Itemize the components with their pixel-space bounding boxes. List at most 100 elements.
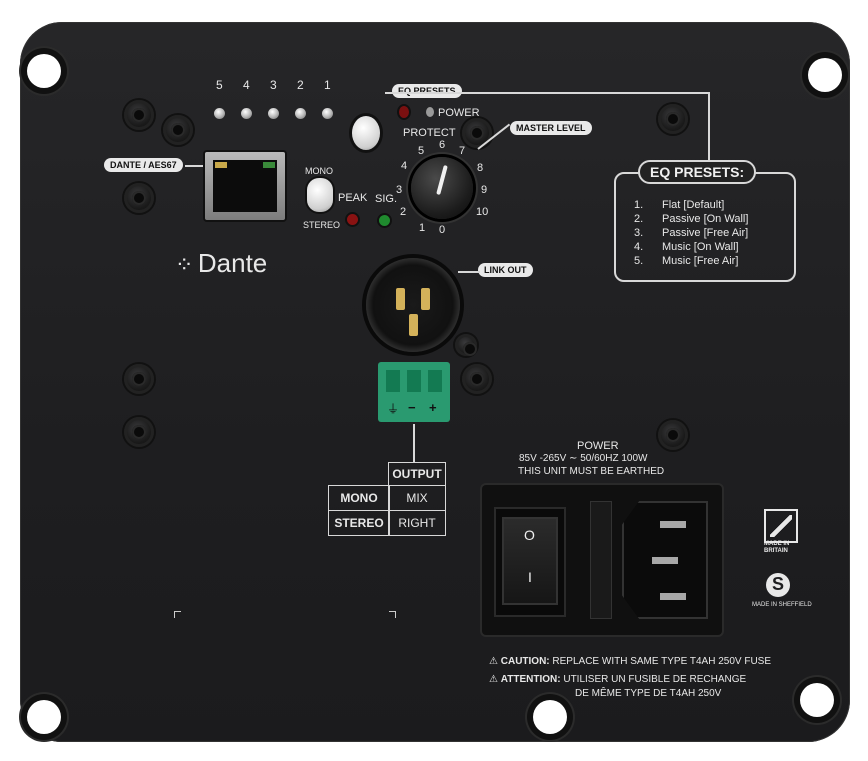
eq-preset-item: 2.Passive [On Wall] [634,213,749,225]
warning-icon: ⚠ [489,674,498,685]
output-row-stereo-value: RIGHT [388,510,446,536]
link-out-tag: LINK OUT [478,263,533,277]
mono-stereo-switch[interactable] [307,178,333,212]
attention-warning-line2: DE MÊME TYPE DE T4AH 250V [575,688,722,699]
mounting-hole-bottom-right [800,683,834,717]
scale-3: 3 [396,184,403,196]
terminal-screw [407,370,421,392]
preset-led-2 [295,108,306,119]
switch-on-mark: O [524,527,535,543]
protect-led [399,106,409,118]
screw-icon [462,364,492,394]
protect-label: PROTECT [403,127,456,139]
link-connector-line [458,271,480,273]
screw-icon [462,118,492,148]
screw-icon [124,364,154,394]
peak-led [347,214,358,225]
terminal-screw [386,370,400,392]
stereo-label: STEREO [303,220,341,230]
signal-led [379,215,390,226]
ground-symbol: ⏚ [387,402,400,416]
scale-0: 0 [439,224,446,236]
output-terminal-block[interactable]: ⏚ − + [378,362,450,422]
fuse-drawer[interactable] [590,501,612,619]
scale-8: 8 [477,162,484,174]
caution-warning: ⚠ CAUTION: REPLACE WITH SAME TYPE T4AH 2… [489,656,772,667]
scale-9: 9 [481,184,488,196]
screw-icon [658,420,688,450]
eq-presets-box: EQ PRESETS: 1.Flat [Default] 2.Passive [… [614,160,796,282]
warning-icon: ⚠ [489,656,498,667]
scale-4: 4 [401,160,408,172]
preset-led-1 [322,108,333,119]
sheffield-logo-icon: S [766,573,790,597]
made-in-sheffield-label: MADE IN SHEFFIELD [752,602,812,608]
xlr-link-out-connector[interactable] [366,258,460,352]
link-led-right [263,162,275,168]
dante-logo: ⁘ Dante [175,248,267,279]
xlr-pin [396,288,405,310]
minus-symbol: − [408,400,416,415]
eq-preset-item: 5.Music [Free Air] [634,255,739,267]
scale-5: 5 [418,145,425,157]
knob-pointer [436,164,448,196]
output-row-mono-mode: MONO [328,485,390,511]
screw-icon [124,100,154,130]
dante-brand: Dante [197,248,268,278]
iec-pin [660,521,686,528]
power-title: POWER [577,440,619,452]
eq-presets-list: 1.Flat [Default] 2.Passive [On Wall] 3.P… [634,198,748,268]
mounting-hole-bottom-mid [533,700,567,734]
screw-icon [163,115,193,145]
switch-off-mark: I [528,569,532,585]
screw-icon [124,417,154,447]
mounting-hole-top-left [27,54,61,88]
eq-preset-item: 1.Flat [Default] [634,199,725,211]
xlr-pin [421,288,430,310]
iec-pin [652,557,678,564]
made-in-britain-icon [764,509,798,543]
eq-connector-line [385,92,710,94]
xlr-pin [409,314,418,336]
terminal-connector-line [413,424,415,462]
iec-pin [660,593,686,600]
eq-presets-tag: EQ PRESETS [392,84,462,98]
eq-preset-item: 3.Passive [Free Air] [634,227,749,239]
output-row-stereo-mode: STEREO [328,510,390,536]
link-led-left [215,162,227,168]
master-level-knob[interactable] [411,157,473,219]
eq-presets-title: EQ PRESETS: [638,160,757,184]
corner-mark [174,611,181,618]
preset-led-5 [214,108,225,119]
dante-aes67-tag: DANTE / AES67 [104,158,183,172]
mono-label: MONO [305,166,333,176]
dante-connector-line [185,165,207,167]
power-inlet-module: O I [482,485,722,635]
power-rocker-switch[interactable]: O I [504,519,556,603]
plus-symbol: + [429,400,437,415]
preset-number-4: 4 [243,78,250,92]
scale-1: 1 [419,222,426,234]
preset-number-1: 1 [324,78,331,92]
screw-icon [455,334,477,356]
screw-icon [124,183,154,213]
iec-power-socket[interactable] [622,501,708,619]
ethernet-socket [213,160,277,212]
attention-warning: ⚠ ATTENTION: UTILISER UN FUSIBLE DE RECH… [489,674,747,685]
power-label: POWER [438,107,480,119]
power-rating: 85V -265V ∼ 50/60HZ 100W [519,453,648,464]
output-row-mono-value: MIX [388,485,446,511]
sig-label: SIG. [375,193,398,205]
preset-led-3 [268,108,279,119]
preset-led-4 [241,108,252,119]
eq-connector-line-v [708,92,710,172]
power-earth-notice: THIS UNIT MUST BE EARTHED [518,466,665,477]
scale-7: 7 [459,145,466,157]
output-table-header: OUTPUT [388,462,446,486]
scale-2: 2 [400,206,407,218]
power-led [426,107,434,117]
eq-preset-item: 4.Music [On Wall] [634,241,739,253]
ethernet-port[interactable] [205,152,285,220]
mounting-hole-top-right [808,58,842,92]
eq-preset-button[interactable] [352,116,380,150]
